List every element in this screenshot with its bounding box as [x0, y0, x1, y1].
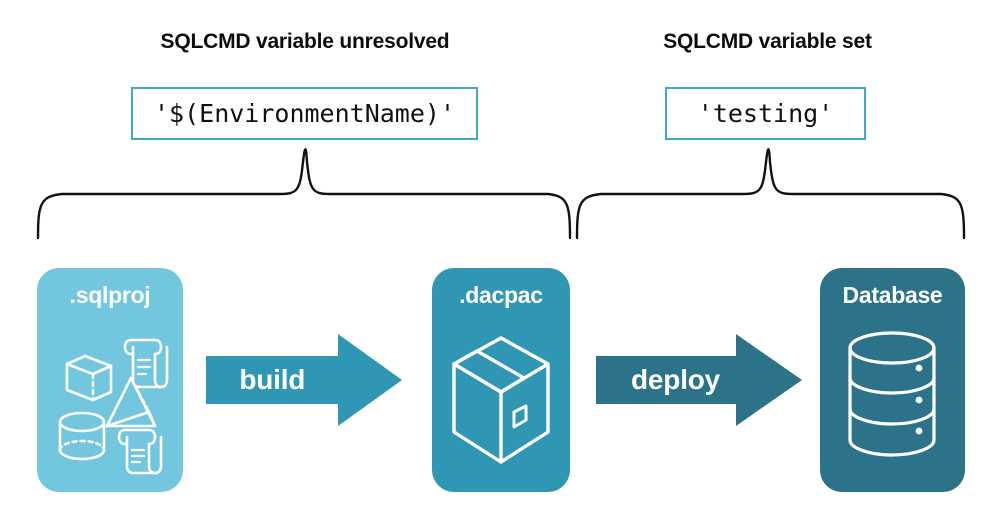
brace-right-icon	[575, 148, 966, 240]
heading-sqlcmd-variable-unresolved: SQLCMD variable unresolved	[160, 30, 450, 53]
stage-box-dacpac-label: .dacpac	[459, 282, 543, 308]
arrow-build[interactable]	[206, 334, 402, 426]
arrow-deploy[interactable]	[596, 334, 802, 426]
stage-box-sqlproj[interactable]: .sqlproj	[37, 268, 183, 492]
code-box-environment-name: '$(EnvironmentName)'	[131, 87, 478, 140]
heading-sqlcmd-variable-set: SQLCMD variable set	[663, 30, 872, 53]
stage-box-database-label: Database	[842, 282, 943, 308]
arrow-deploy-shape	[596, 334, 802, 426]
code-box-testing: 'testing'	[665, 87, 866, 140]
project-artifacts-icon	[58, 338, 169, 475]
arrow-build-shape	[206, 334, 402, 426]
package-box-icon	[452, 336, 550, 464]
stage-box-dacpac[interactable]: .dacpac	[432, 268, 570, 492]
database-cylinder-icon	[848, 331, 936, 457]
brace-left-icon	[36, 148, 572, 240]
stage-box-database[interactable]: Database	[820, 268, 965, 492]
stage-box-sqlproj-label: .sqlproj	[69, 282, 151, 308]
